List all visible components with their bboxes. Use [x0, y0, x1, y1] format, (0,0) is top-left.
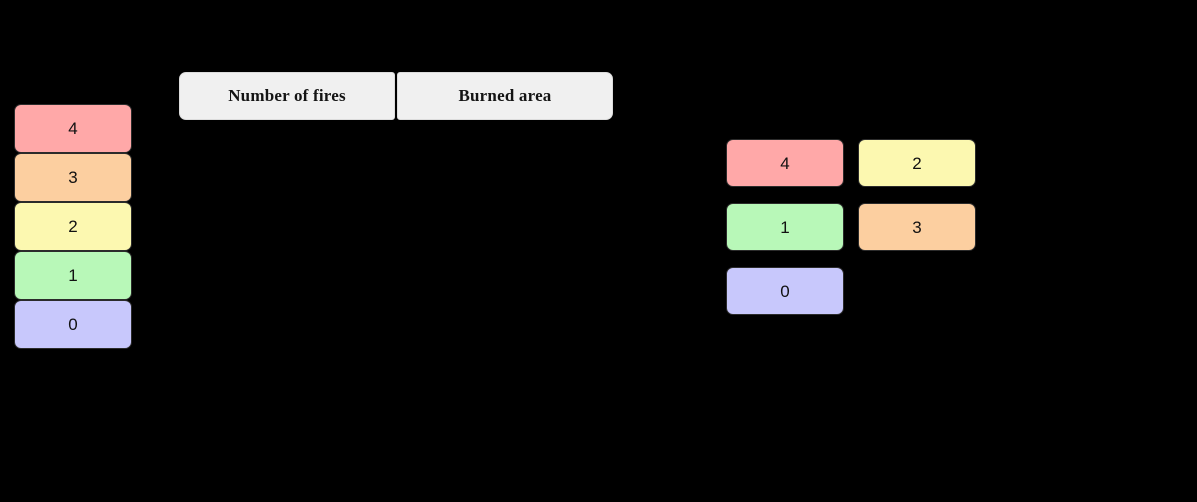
source-card-1[interactable]: 1 [14, 251, 132, 300]
card-label: 2 [912, 153, 922, 173]
target-card-4[interactable]: 4 [726, 139, 844, 187]
tab-number-of-fires[interactable]: Number of fires [179, 72, 395, 120]
target-card-1[interactable]: 1 [726, 203, 844, 251]
target-card-3[interactable]: 3 [858, 203, 976, 251]
card-label: 2 [68, 217, 78, 236]
metric-tab-bar: Number of fires Burned area [179, 72, 613, 120]
card-label: 3 [68, 168, 78, 187]
card-label: 0 [68, 315, 78, 334]
tab-label: Number of fires [228, 86, 346, 105]
card-label: 4 [68, 119, 78, 138]
card-label: 3 [912, 217, 922, 237]
source-card-0[interactable]: 0 [14, 300, 132, 349]
card-label: 4 [780, 153, 790, 173]
source-card-2[interactable]: 2 [14, 202, 132, 251]
target-card-2[interactable]: 2 [858, 139, 976, 187]
source-card-stack: 4 3 2 1 0 [14, 104, 132, 349]
card-label: 1 [780, 217, 790, 237]
tab-burned-area[interactable]: Burned area [397, 72, 613, 120]
source-card-3[interactable]: 3 [14, 153, 132, 202]
card-label: 1 [68, 266, 78, 285]
card-label: 0 [780, 281, 790, 301]
source-card-4[interactable]: 4 [14, 104, 132, 153]
target-card-grid: 4 1 0 2 3 [726, 139, 976, 315]
tab-label: Burned area [458, 86, 552, 105]
target-card-0[interactable]: 0 [726, 267, 844, 315]
